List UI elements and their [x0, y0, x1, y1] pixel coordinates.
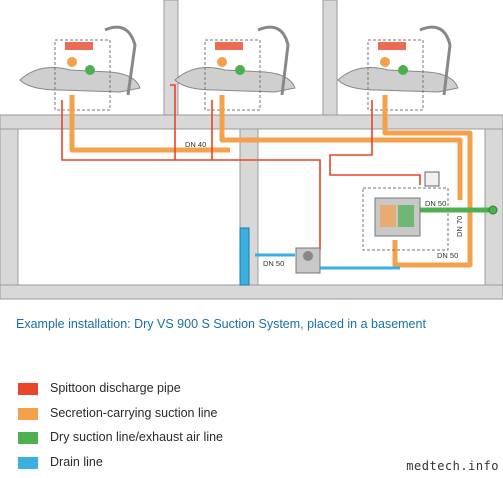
secretion-suction-line	[69, 95, 473, 268]
suction-system-unit	[362, 187, 449, 251]
legend-label: Secretion-carrying suction line	[50, 405, 218, 420]
label-dn40: DN 40	[185, 140, 206, 149]
legend-swatch	[18, 456, 38, 469]
pump-unit	[295, 247, 321, 274]
label-dn50-right: DN 50	[425, 199, 446, 208]
drain-line	[255, 253, 400, 270]
spittoon-discharge-pipe	[61, 84, 421, 250]
installation-diagram: DN 40 DN 50 DN 70 DN 50 DN 50	[0, 0, 503, 300]
legend-label: Spittoon discharge pipe	[50, 381, 181, 395]
dental-unit-2	[174, 25, 296, 111]
dental-unit-1	[19, 25, 141, 111]
label-dn50-drain: DN 50	[263, 259, 284, 268]
drain-stack	[239, 227, 250, 286]
exhaust-outlet	[488, 205, 498, 215]
label-dn50-bottom: DN 50	[437, 251, 458, 260]
legend-swatch	[18, 407, 38, 420]
legend-swatch	[18, 432, 38, 444]
label-dn70: DN 70	[455, 216, 464, 237]
legend-label: Drain line	[50, 454, 103, 469]
watermark: medtech.info	[406, 459, 499, 473]
control-box	[424, 171, 440, 187]
dental-unit-3	[337, 25, 459, 111]
legend-swatch	[18, 383, 38, 395]
figure-caption: Example installation: Dry VS 900 S Sucti…	[16, 317, 426, 331]
legend-label: Dry suction line/exhaust air line	[50, 430, 223, 444]
